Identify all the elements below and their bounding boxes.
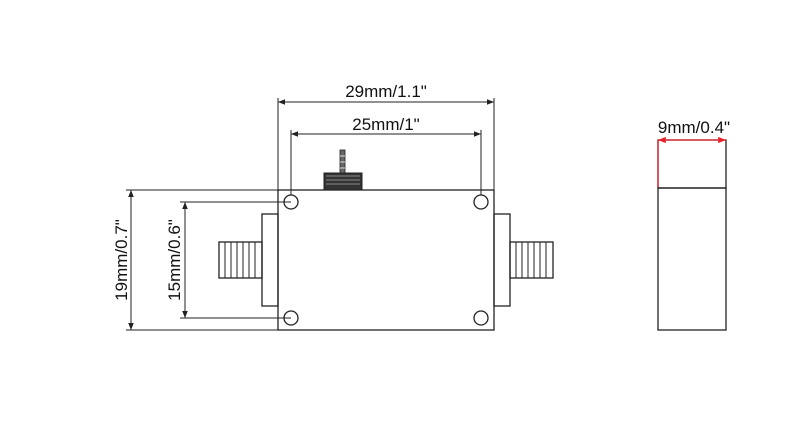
hole-spacing-length-label: 25mm/1": [352, 115, 419, 134]
front-view: [218, 149, 554, 331]
side-view-terminal-block: [657, 139, 727, 189]
mounting-hole-top-right: [473, 194, 489, 210]
overall-height-label: 19mm/0.7": [112, 219, 131, 301]
side-width-label: 9mm/0.4": [658, 118, 730, 137]
left-connector: [218, 213, 279, 307]
overall-length-label: 29mm/1.1": [345, 82, 427, 101]
side-view: 9mm/0.4": [657, 118, 730, 331]
dimension-overall-length: 29mm/1.1": [277, 82, 495, 190]
hole-spacing-height-label: 15mm/0.6": [165, 219, 184, 301]
mounting-hole-bottom-right: [473, 310, 489, 326]
dimension-hole-spacing-length: 25mm/1": [290, 115, 482, 195]
right-connector: [493, 213, 554, 307]
top-terminal: [323, 149, 363, 191]
dimension-overall-height: 19mm/0.7": [112, 189, 278, 331]
side-view-body: [657, 187, 727, 331]
main-body: [277, 189, 495, 331]
dimension-hole-spacing-height: 15mm/0.6": [165, 201, 291, 319]
